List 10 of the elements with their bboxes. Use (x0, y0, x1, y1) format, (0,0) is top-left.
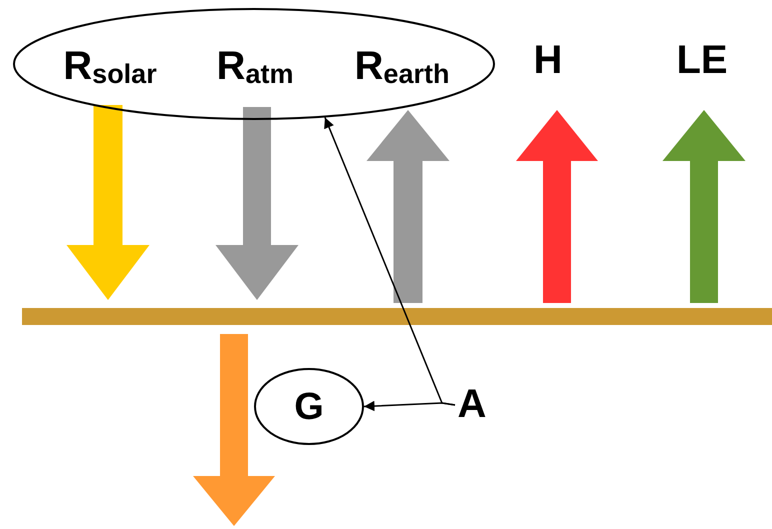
symbol-text: R$_{earth}$ (354, 46, 450, 86)
symbol-text: R$_{solar}$ (63, 46, 157, 86)
flux-label: LE (676, 40, 728, 80)
callout-letter: A (452, 380, 492, 428)
ellipse-node (254, 368, 364, 445)
ellipse-node (13, 8, 495, 120)
flux-label: H (534, 40, 562, 80)
symbol-text: R$_{atm}$ (216, 46, 294, 86)
symbol-text: G (293, 384, 325, 430)
leader-line (364, 400, 456, 412)
